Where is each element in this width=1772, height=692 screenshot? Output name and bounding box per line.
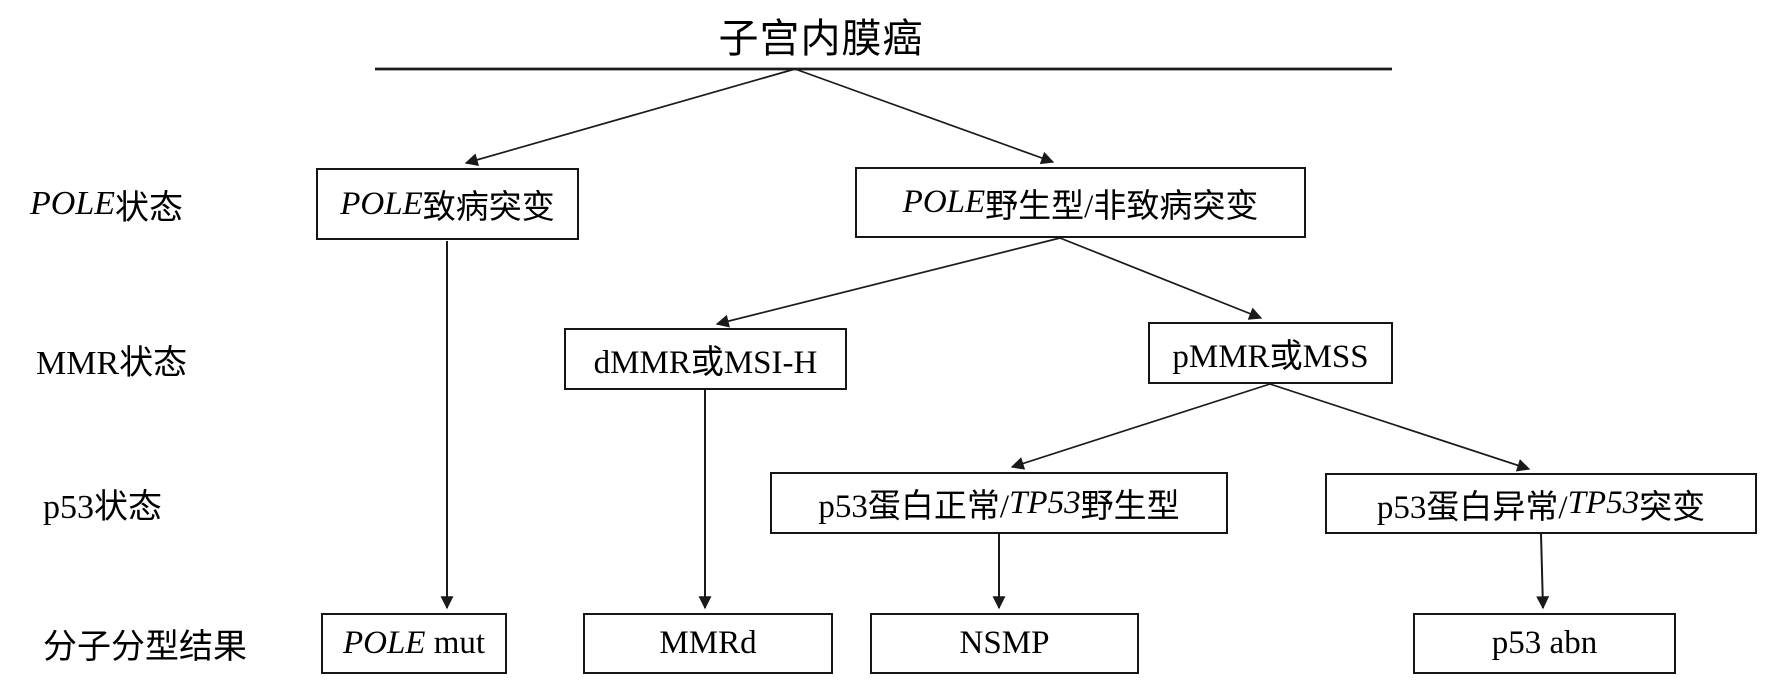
node-result-pole-mut: POLE mut (321, 613, 507, 674)
node-text: 野生型/非致病突变 (985, 188, 1259, 225)
node-text: MMRd (659, 625, 757, 661)
node-text: p53蛋白正常/ (818, 489, 1010, 525)
node-text: 致病突变 (422, 190, 555, 226)
diagram-title: 子宫内膜癌 (718, 16, 924, 61)
row-label-text: 分子分型结果 (43, 628, 247, 666)
node-result-mmrd: MMRd (583, 613, 833, 674)
edge-pmmr-to-p53-abnormal (1269, 383, 1531, 472)
edge-pmmr-to-p53-normal (1010, 383, 1271, 470)
node-text: NSMP (959, 625, 1050, 661)
row-label-p53-status: p53状态 (43, 478, 162, 528)
edge-p53-abnormal-to-p53abn (1536, 533, 1550, 610)
row-label-text: p53状态 (43, 488, 162, 526)
edge-pole-wt-to-pmmr (1059, 237, 1263, 320)
row-label-text: 状态 (115, 189, 183, 227)
edge-title-to-pole-mut (464, 68, 796, 167)
node-result-nsmp: NSMP (870, 613, 1139, 674)
node-dmmr-msih: dMMR或MSI-H (564, 328, 847, 390)
row-label-mmr-status: MMR状态 (36, 334, 187, 384)
node-text: dMMR或MSI-H (593, 345, 818, 381)
node-result-p53-abn: p53 abn (1413, 613, 1676, 674)
node-text-italic: POLE (902, 184, 986, 220)
node-text: p53蛋白异常/ (1376, 489, 1568, 526)
node-text-italic: TP53 (1567, 485, 1640, 521)
node-text: 突变 (1639, 489, 1706, 526)
node-text: p53 abn (1491, 625, 1598, 661)
node-text-italic: POLE (340, 185, 423, 222)
node-text: 野生型 (1080, 489, 1180, 525)
edge-pole-wt-to-dmmr (715, 237, 1061, 328)
row-label-molecular-result: 分子分型结果 (43, 618, 247, 668)
row-label-text: MMR状态 (36, 344, 188, 382)
node-text: mut (425, 625, 486, 661)
node-text-italic: POLE (342, 625, 426, 661)
edge-title-to-pole-wt (794, 68, 1055, 165)
node-pmmr-mss: pMMR或MSS (1148, 322, 1393, 384)
row-label-text-italic: POLE (30, 185, 115, 222)
node-text-italic: TP53 (1009, 484, 1081, 521)
node-text: pMMR或MSS (1172, 339, 1369, 375)
